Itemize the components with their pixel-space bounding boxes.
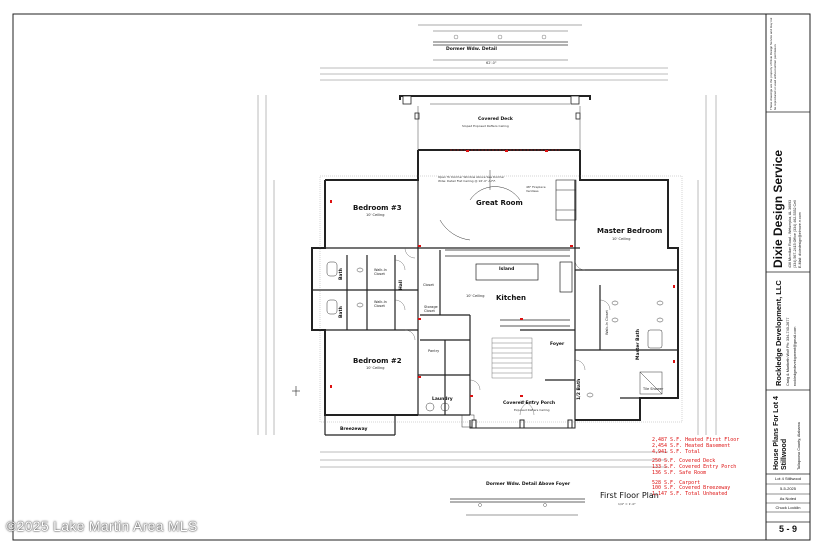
walk-in-master-label: Walk-In Closet xyxy=(605,310,609,335)
covered-entry-porch-note: Exposed Rafters Ceiling xyxy=(514,408,550,412)
area-line: 2,487 S.F. Heated First Floor xyxy=(652,437,740,443)
master-bedroom-ceiling: 10' Ceiling xyxy=(612,237,631,241)
overall-width-dimension: 62'-0" xyxy=(486,61,497,65)
company-phone: (334) 567-2415 Office (334) 462-5352 Cel… xyxy=(793,200,797,268)
bath-b-label: Bath xyxy=(339,306,344,318)
plan-scale: 1/4" = 1'-0" xyxy=(618,502,636,506)
copyright-note: These drawings are the property of Dixie… xyxy=(769,17,777,110)
walk-in-closet-a-label: Walk-In Closet xyxy=(374,268,387,277)
bedroom2-ceiling: 10' Ceiling xyxy=(366,366,385,370)
door-swings xyxy=(394,247,611,416)
covered-deck-label: Covered Deck xyxy=(478,117,513,122)
dimension-lines xyxy=(257,67,717,468)
master-bedroom-label: Master Bedroom xyxy=(597,227,663,235)
great-room-label: Great Room xyxy=(476,199,523,207)
bedroom2-label: Bedroom #2 xyxy=(353,357,402,365)
area-line: 1,147 S.F. Total Unheated xyxy=(652,491,728,497)
company-address: 436 Mcmillan Road - Wetumpka, AL 36093 xyxy=(788,199,792,268)
sheet-number: 5 - 9 xyxy=(778,524,797,534)
fireplace-note: 48" Fireplace Ventless xyxy=(526,185,546,193)
tile-shower-label: Tile Shower xyxy=(643,387,664,391)
bedroom3-ceiling: 10' Ceiling xyxy=(366,213,385,217)
drawing-scale: As Noted xyxy=(779,496,797,501)
company-name: Dixie Design Service xyxy=(771,149,785,268)
storage-closet-label: Storage Closet xyxy=(424,305,438,314)
master-bath-label: Master Bath xyxy=(636,328,641,360)
project-title: House Plans For Lot 4 Stillwood xyxy=(773,396,789,470)
area-line: 133 S.F. Covered Entry Porch xyxy=(652,464,737,470)
project-location: Tallapoosa County, Alabama xyxy=(797,422,801,470)
covered-entry-porch-label: Covered Entry Porch xyxy=(503,401,556,406)
area-line: 2,454 S.F. Heated Basement xyxy=(652,442,731,449)
pantry-label: Pantry xyxy=(428,349,440,353)
hall-label: Hall xyxy=(399,280,404,290)
interior-walls xyxy=(312,180,678,436)
drawing-date: 5-5-2025 xyxy=(779,486,796,491)
client-name: Rockledge Development, LLC xyxy=(774,280,783,386)
bath-a-label: Bath xyxy=(339,268,344,280)
client-email: rockledgedevelopment@gmail.com xyxy=(793,326,797,386)
area-line: 136 S.F. Safe Room xyxy=(652,469,707,476)
dormer-detail-top xyxy=(418,24,582,61)
closet-label: Closet xyxy=(423,283,434,287)
mls-watermark: ©2025 Lake Martin Area MLS xyxy=(6,518,198,534)
laundry-label: Laundry xyxy=(432,397,453,402)
client-contact: Craig & Maribeth Wolf Ph: 334-740-2677 xyxy=(786,317,790,386)
foyer-label: Foyer xyxy=(550,342,565,347)
area-line: 100 S.F. Covered Breezeway xyxy=(652,485,731,492)
kitchen-label: Kitchen xyxy=(496,294,527,302)
covered-entry-porch xyxy=(469,419,576,429)
area-line: 250 S.F. Covered Deck xyxy=(652,458,716,465)
lot-name: Lot 4 Stillwood xyxy=(774,476,801,481)
bath-fixtures xyxy=(326,261,664,398)
company-email: E-Mail: dixiedesign@elmore.rr.com xyxy=(798,212,802,268)
red-markers xyxy=(330,150,675,397)
covered-deck-note: Sloped Exposed Rafters Ceiling xyxy=(462,124,509,128)
breezeway-label: Breezeway xyxy=(340,427,368,432)
stair xyxy=(491,337,533,379)
great-room-note: Open To Dormer Window Above See Dormer W… xyxy=(438,175,505,183)
half-bath-label: 1/2 Bath xyxy=(577,378,582,400)
kitchen-island xyxy=(445,249,573,327)
drawn-by: Chuck Locklin xyxy=(775,505,801,510)
area-line: 528 S.F. Carport xyxy=(652,479,701,486)
dormer-detail-bottom xyxy=(450,498,585,516)
dormer-detail-bottom-label: Dormer Wdw. Detail Above Foyer xyxy=(486,482,571,487)
area-schedule: 2,487 S.F. Heated First Floor 2,454 S.F.… xyxy=(652,437,740,498)
fireplace xyxy=(555,179,577,221)
title-block-frame xyxy=(765,13,811,541)
dormer-detail-top-label: Dormer Wdw. Detail xyxy=(446,47,497,52)
bedroom3-label: Bedroom #3 xyxy=(353,204,402,212)
kitchen-ceiling: 10' Ceiling xyxy=(466,294,485,298)
area-line: 4,941 S.F. Total xyxy=(652,448,701,455)
plan-title: First Floor Plan xyxy=(600,491,659,500)
island-label: Island xyxy=(499,267,515,272)
walk-in-closet-b-label: Walk-In Closet xyxy=(374,300,387,309)
